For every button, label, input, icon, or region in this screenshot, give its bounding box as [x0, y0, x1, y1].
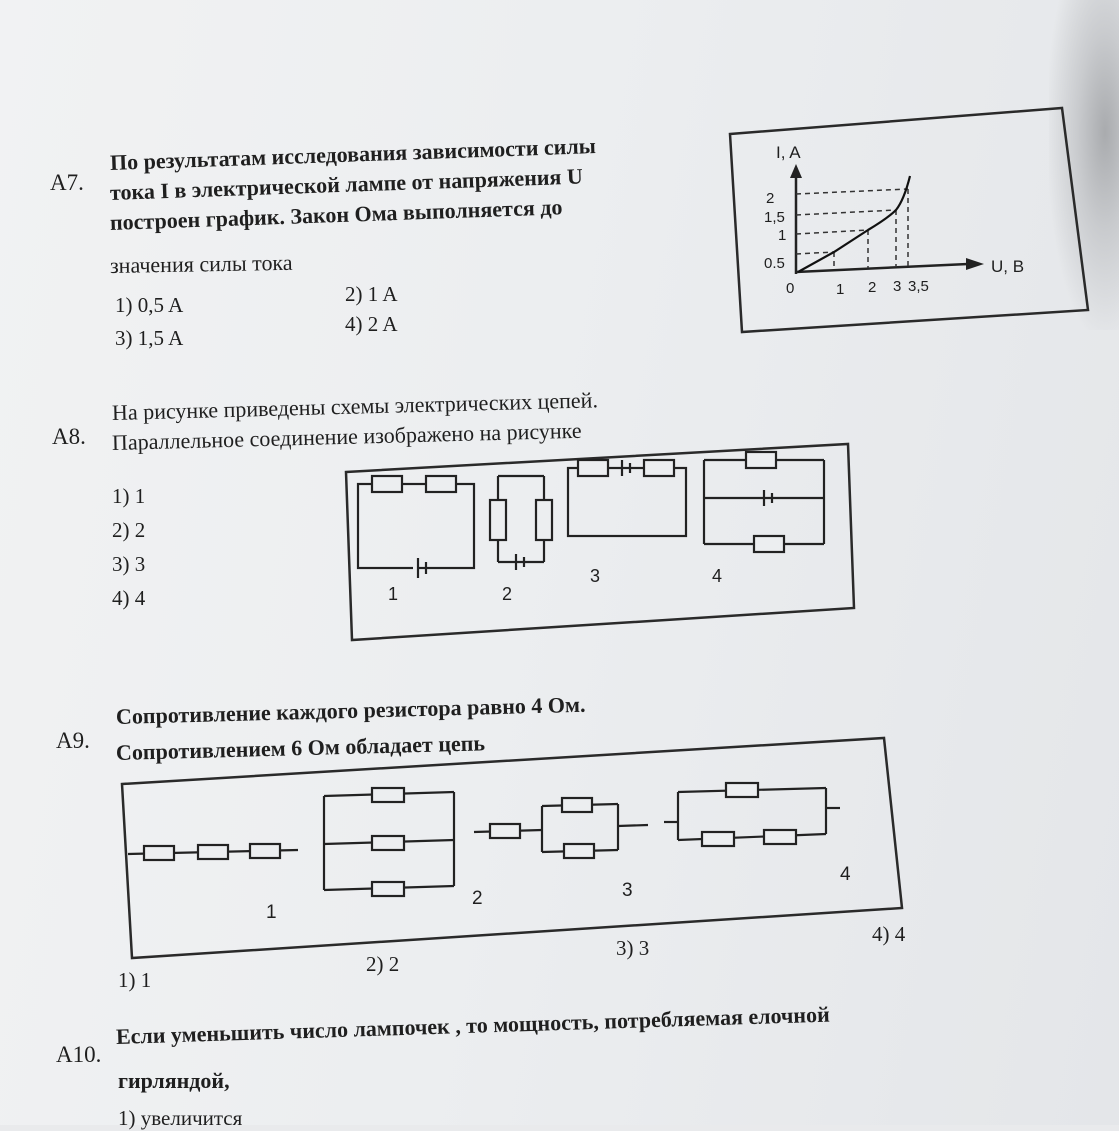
- answer-option[interactable]: 1) увеличится: [118, 1106, 243, 1130]
- question-number: A7.: [50, 170, 84, 195]
- answer-option[interactable]: 2) 2: [366, 952, 400, 976]
- a8-circuits-figure: 1 2 3 4: [344, 442, 856, 642]
- circuit-label: 4: [712, 566, 722, 586]
- x-axis-label: U, B: [991, 257, 1024, 276]
- circuit-label: 3: [622, 880, 633, 901]
- a9-circuits-figure: 1 2 3 4: [120, 736, 904, 960]
- x-tick-label: 0: [786, 280, 794, 297]
- answer-option[interactable]: 4) 2 A: [345, 312, 398, 336]
- circuit-label: 3: [590, 566, 600, 586]
- y-tick-label: 2: [766, 190, 774, 207]
- y-tick-label: 1,5: [764, 209, 785, 226]
- answer-option[interactable]: 1) 1: [118, 968, 152, 992]
- answer-option[interactable]: 4) 4: [872, 922, 906, 946]
- answer-option[interactable]: 3) 3: [616, 936, 650, 960]
- circuit-label: 2: [502, 584, 512, 604]
- question-number: A8.: [52, 424, 86, 449]
- x-tick-label: 3: [893, 278, 901, 295]
- y-axis-label: I, A: [776, 143, 801, 162]
- answer-option[interactable]: 2) 1 A: [345, 282, 398, 306]
- answer-option[interactable]: 3) 1,5 A: [115, 326, 184, 350]
- question-text-line: значения силы тока: [109, 249, 293, 278]
- answer-option[interactable]: 3) 3: [112, 552, 146, 576]
- a7-graph-figure: I, A U, B 2 1,5 1 0.5 0 1 2 3 3,5: [728, 106, 1090, 334]
- y-tick-label: 0.5: [764, 255, 785, 272]
- circuit-label: 1: [266, 902, 277, 923]
- question-text-line: Сопротивление каждого резистора равно 4 …: [115, 691, 586, 729]
- answer-option[interactable]: 1) 0,5 A: [115, 293, 184, 317]
- y-tick-label: 1: [778, 227, 786, 244]
- circuit-label: 1: [388, 584, 398, 604]
- question-number: A10.: [56, 1042, 102, 1067]
- question-text-line: Если уменьшить число лампочек , то мощно…: [115, 1001, 831, 1049]
- x-tick-label: 3,5: [908, 278, 929, 295]
- question-number: A9.: [56, 728, 90, 753]
- circuit-label: 4: [840, 864, 851, 885]
- answer-option[interactable]: 4) 4: [112, 586, 146, 610]
- circuit-label: 2: [472, 888, 483, 909]
- answer-option[interactable]: 1) 1: [112, 484, 146, 508]
- question-text-line: гирляндой,: [118, 1068, 230, 1093]
- answer-option[interactable]: 2) 2: [112, 518, 146, 542]
- x-tick-label: 1: [836, 281, 844, 298]
- x-tick-label: 2: [868, 279, 876, 296]
